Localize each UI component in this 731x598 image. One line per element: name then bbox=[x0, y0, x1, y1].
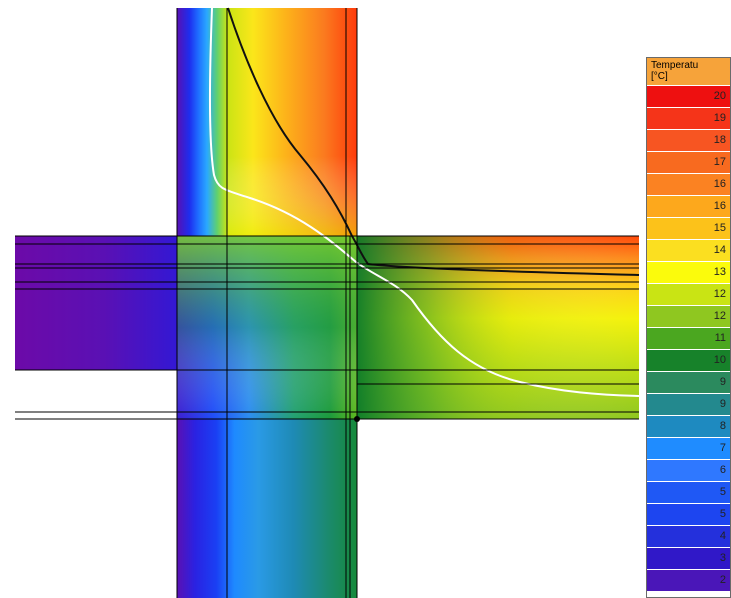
legend-row: 12 bbox=[647, 283, 730, 305]
junction-node bbox=[354, 416, 360, 422]
legend-row: 3 bbox=[647, 547, 730, 569]
legend-row: 16 bbox=[647, 173, 730, 195]
legend-row: 19 bbox=[647, 107, 730, 129]
legend-title-line1: Temperatu bbox=[651, 60, 699, 71]
legend-row: 11 bbox=[647, 327, 730, 349]
legend-row: 14 bbox=[647, 239, 730, 261]
junction-overlay bbox=[177, 236, 357, 419]
legend-title-line2: [°C] bbox=[651, 71, 668, 82]
legend-row: 4 bbox=[647, 525, 730, 547]
legend-row: 5 bbox=[647, 503, 730, 525]
legend-row: 2 bbox=[647, 569, 730, 591]
wall-upper-left-region bbox=[177, 8, 227, 236]
legend-row: 17 bbox=[647, 151, 730, 173]
legend-row: 8 bbox=[647, 415, 730, 437]
legend-row: 13 bbox=[647, 261, 730, 283]
legend-row: 7 bbox=[647, 437, 730, 459]
right-slab-overlay bbox=[357, 236, 639, 419]
legend-row: 15 bbox=[647, 217, 730, 239]
legend-row: 9 bbox=[647, 371, 730, 393]
legend-row: 9 bbox=[647, 393, 730, 415]
construction-lines bbox=[15, 8, 639, 598]
legend-row: 20 bbox=[647, 85, 730, 107]
legend-title: Temperatu [°C] bbox=[647, 58, 730, 85]
legend-row: 10 bbox=[647, 349, 730, 371]
legend-row: 16 bbox=[647, 195, 730, 217]
isotherm-white bbox=[209, 7, 640, 397]
wall-lower-region bbox=[177, 419, 357, 598]
legend-row: 5 bbox=[647, 481, 730, 503]
legend-row: 6 bbox=[647, 459, 730, 481]
left-slab-region bbox=[15, 236, 177, 370]
legend-row: 12 bbox=[647, 305, 730, 327]
legend-row: 18 bbox=[647, 129, 730, 151]
wall-upper-warm-overlay bbox=[227, 8, 357, 236]
